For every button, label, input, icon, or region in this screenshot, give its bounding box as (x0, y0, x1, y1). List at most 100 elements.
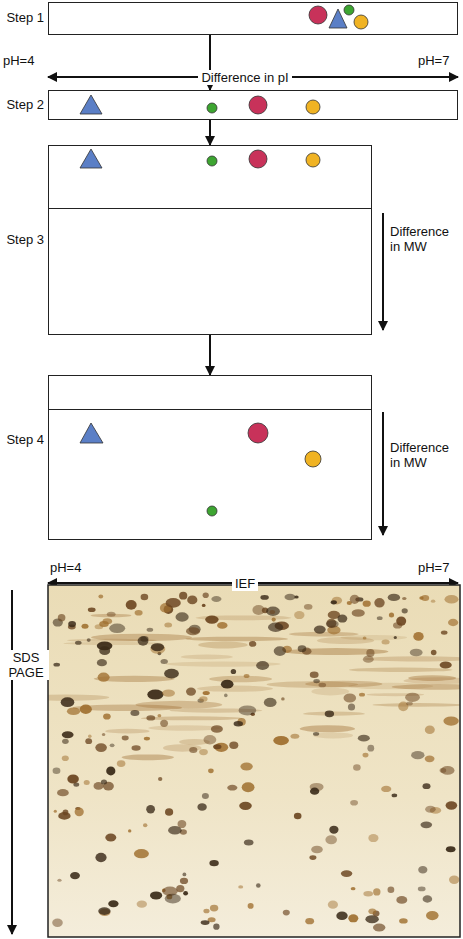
gel-spot (68, 621, 76, 627)
gel-spot (406, 702, 413, 706)
gel-spot (350, 595, 360, 604)
protein-triangle (80, 95, 102, 114)
gel-spot (332, 597, 342, 605)
gel-spot (151, 643, 164, 651)
gel-spot (325, 835, 337, 844)
gel-spot (418, 866, 427, 874)
gel-streak (48, 694, 109, 700)
gel-spot (426, 911, 439, 920)
axis-label: pH=4 (3, 53, 34, 68)
protein-circle (207, 156, 217, 166)
gel-spot (98, 594, 103, 598)
gel-spot (268, 623, 283, 632)
gel-spot (186, 627, 200, 635)
step-arrow (209, 120, 211, 145)
gel-spot (363, 753, 369, 758)
gel-spot (449, 876, 459, 884)
gel-spot (160, 720, 168, 727)
gel-spot (350, 800, 358, 806)
gel-spot (62, 731, 74, 738)
gel-spot (311, 846, 323, 854)
gel-spot (366, 649, 374, 657)
gel-spot (99, 646, 110, 655)
axis-label: IEF (232, 576, 258, 591)
gel-spot (213, 924, 219, 930)
gel-spot (176, 612, 189, 621)
gel-spot (431, 600, 435, 603)
gel-spot (421, 595, 429, 601)
gel-spot (80, 705, 92, 714)
gel-spot (227, 785, 237, 791)
gel-spot (203, 592, 209, 598)
gel-spot (405, 693, 420, 702)
gel-spot (325, 710, 334, 717)
gel-streak (198, 641, 248, 648)
gel-spot (368, 908, 376, 914)
gel-spot (88, 608, 96, 613)
gel-spot (441, 630, 448, 634)
gel-spot (202, 793, 209, 799)
gel-spot (242, 782, 255, 792)
gel-spot (338, 615, 348, 623)
gel-spot (382, 640, 390, 645)
gel-spot (331, 600, 337, 604)
gel-spot (374, 598, 384, 608)
gel-streak (392, 684, 460, 690)
gel-spot (256, 661, 269, 670)
gel-stage-box: Step 3 (48, 145, 372, 335)
gel-spot (75, 641, 82, 645)
gel-spot (70, 872, 80, 879)
gel-spot (117, 760, 126, 767)
gel-spot (53, 767, 61, 774)
gel-spot (425, 755, 435, 762)
gel-spot (180, 878, 188, 884)
gel-spot (179, 592, 187, 600)
protein-mixture (309, 5, 368, 29)
gel-spot (62, 755, 69, 761)
gel-spot (298, 645, 307, 652)
gel-streak (349, 667, 453, 672)
gel-spot (402, 608, 408, 613)
gel-spot (394, 636, 397, 639)
gel-spot (105, 834, 116, 842)
gel-spot (388, 887, 395, 894)
sds-axis-arrow (11, 590, 13, 934)
gel-spot (328, 901, 338, 909)
gel-spot (238, 885, 243, 888)
gel-spot (274, 646, 286, 656)
gel-spot (162, 689, 175, 696)
strip-band (49, 376, 371, 410)
gel-spot (103, 618, 113, 624)
gel-spot (135, 610, 143, 616)
gel-spot (377, 616, 383, 620)
axis-label: SDS PAGE (3, 650, 49, 680)
gel-spot (138, 636, 149, 645)
axis-label: Difference in pI (198, 70, 291, 85)
strip-proteins (80, 149, 320, 168)
gel-spot (150, 891, 162, 899)
gel-spot (126, 600, 137, 610)
gel-spot (132, 745, 141, 751)
gel-spot (146, 715, 155, 720)
gel-spot (341, 870, 352, 877)
gel-spot (240, 763, 252, 771)
gel-spot (440, 768, 447, 773)
gel-spot (67, 707, 80, 715)
gel-spot (122, 736, 129, 741)
gel-spot (313, 732, 319, 736)
gel-spot (363, 891, 373, 896)
gel-spot (423, 783, 431, 789)
gel-spot (396, 896, 407, 904)
gel-spot (58, 614, 66, 621)
gel-spot (189, 747, 197, 753)
gel-spot (248, 903, 254, 909)
gel-streak (209, 676, 272, 682)
gel-spot (363, 656, 374, 663)
gel-spot (168, 826, 182, 835)
gel-spot (205, 616, 218, 624)
gel-spot (217, 622, 227, 629)
gel-spot (368, 834, 378, 842)
gel-spot (244, 840, 254, 846)
gel-spot (373, 924, 385, 932)
gel-streak (105, 729, 149, 734)
